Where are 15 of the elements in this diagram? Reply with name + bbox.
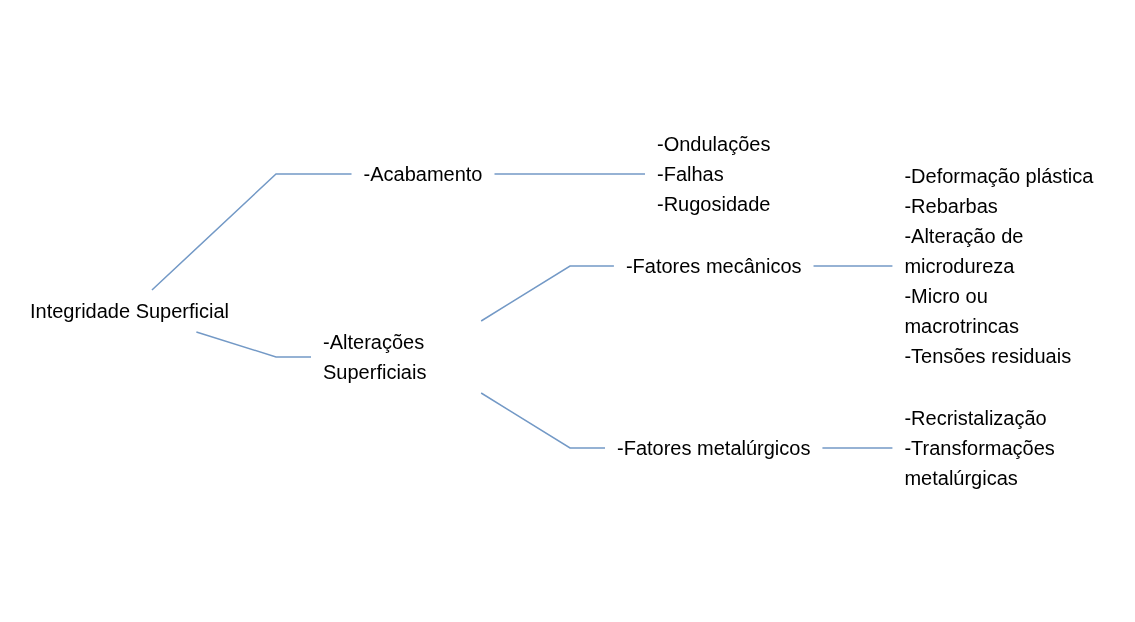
node-text: -Acabamento <box>363 163 483 185</box>
node-text: -Recristalização -Transformações metalúrgicas <box>904 407 1056 489</box>
connector <box>494 173 647 175</box>
connector <box>480 265 615 322</box>
connector <box>195 331 313 358</box>
connector <box>480 392 607 449</box>
node-text: -Deformação plástica -Rebarbas -Alteração de microdureza -Micro ou macrotrincas -Tensões residuais <box>904 165 1094 367</box>
node-text: -Fatores metalúrgicos <box>617 437 811 459</box>
connector <box>813 265 894 267</box>
connector <box>821 447 894 449</box>
node-text: -Fatores mecânicos <box>626 255 802 277</box>
node-text: Integridade Superficial <box>30 300 230 322</box>
node-text: -Alterações Superficiais <box>323 331 427 383</box>
node-text: -Ondulações -Falhas -Rugosidade <box>657 133 771 215</box>
connector <box>151 173 353 291</box>
